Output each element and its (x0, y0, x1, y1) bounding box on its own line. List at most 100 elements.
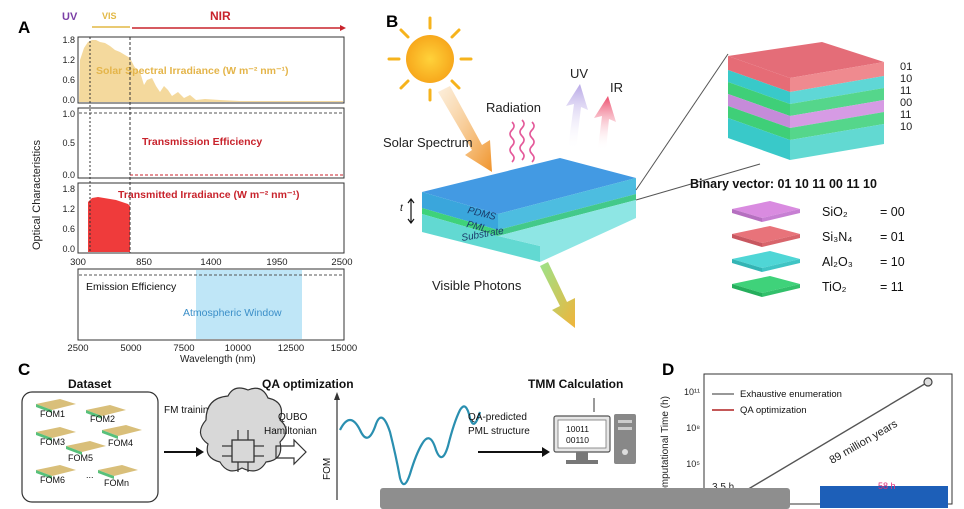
fom-tile: FOM1 (36, 399, 76, 419)
legend-item-al2o3: Al₂O₃ = 10 (732, 251, 905, 272)
material-legend: SiO₂ = 00 Si₃N₄ = 01 Al₂O₃ = 10 (732, 201, 905, 297)
fom-label-3: FOM3 (40, 437, 65, 447)
uv-label: UV (570, 66, 588, 81)
device-slab (422, 158, 636, 262)
stack-code-2: 11 (900, 85, 911, 97)
panel-d-y-axis-label: Computational Time (h) (660, 396, 671, 500)
legend-code-al2o3: = 10 (880, 255, 905, 269)
transmission-label: Transmission Efficiency (142, 136, 262, 148)
fm-text: FM training (164, 405, 214, 416)
transmitted-tick-1: 1.2 (62, 204, 75, 214)
top-x-tick-4: 2500 (331, 257, 352, 268)
transmitted-tick-0: 1.8 (62, 184, 75, 194)
radiation-label: Radiation (486, 100, 541, 115)
bottom-x-tick-0: 2500 (67, 343, 88, 354)
fom-label-5: FOM5 (68, 453, 93, 463)
fom-landscape-curve (339, 405, 482, 486)
top-x-ticks: 300 850 1400 1950 2500 (70, 257, 353, 268)
dataset-title: Dataset (68, 377, 111, 391)
fm-arrowhead (196, 447, 204, 457)
fom-tile: FOM5 (66, 441, 106, 463)
exhaustive-endpoint (923, 377, 933, 387)
qubo-label: QUBO (278, 412, 308, 423)
panel-d: D Computational Time (h) 10¹¹ 10⁸ 10⁵ Ex… (660, 360, 953, 508)
solar-tick-2: 0.6 (62, 75, 75, 85)
solar-spectrum-label: Solar Spectrum (383, 135, 473, 150)
thickness-arrow (407, 198, 415, 224)
fom-label-4: FOM4 (108, 438, 133, 448)
fom-tile: FOMn (98, 465, 138, 488)
qubo-arrow (275, 438, 307, 466)
legend-qa-label: QA optimization (740, 405, 807, 416)
atmospheric-window-band (196, 270, 302, 339)
fom-label-n: FOMn (104, 478, 129, 488)
transmitted-subplot-frame (77, 182, 345, 254)
thickness-label: t (400, 203, 404, 214)
transmitted-tick-2: 0.6 (62, 224, 75, 234)
transmission-tick-1: 0.5 (62, 138, 75, 148)
qa-cloud-icon (199, 387, 287, 472)
qa-bar (820, 486, 948, 508)
emission-subplot-frame (77, 268, 345, 341)
panel-d-y-ticks: 10¹¹ 10⁸ 10⁵ (684, 387, 700, 469)
top-x-tick-0: 300 (70, 257, 86, 268)
fom-y-axis-arrowhead (334, 392, 340, 400)
solar-label: Solar Spectral Irradiance (W m⁻² nm⁻¹) (96, 65, 289, 77)
solar-tick-0: 1.8 (62, 35, 75, 45)
dataset-box (21, 391, 159, 503)
legend-material-tio2: TiO₂ (822, 280, 847, 294)
panel-d-tick-2: 10⁵ (686, 459, 700, 469)
fom-tile: FOM4 (102, 425, 142, 448)
radiation-waves (509, 119, 535, 163)
bottom-x-tick-4: 12500 (278, 343, 304, 354)
x-axis-label: Wavelength (nm) (180, 354, 256, 365)
fom-ellipsis: ... (86, 470, 94, 480)
legend-material-sio2: SiO₂ (822, 205, 848, 219)
transmitted-fill (88, 197, 130, 252)
fom-label-2: FOM2 (90, 414, 115, 424)
stack-code-5: 10 (900, 121, 912, 133)
screen-line-2: 00110 (566, 435, 589, 445)
panel-d-tick-1: 10⁸ (686, 423, 700, 433)
visible-photons-label: Visible Photons (432, 278, 522, 293)
transmitted-tick-3: 0.0 (62, 244, 75, 254)
horizontal-scrollbar[interactable] (380, 488, 790, 509)
qa-bar-label: 58 h (878, 481, 896, 491)
computer-icon (553, 414, 636, 464)
ir-label: IR (610, 80, 623, 95)
transmission-tick-2: 0.0 (62, 170, 75, 180)
solar-tick-1: 1.2 (62, 55, 75, 65)
bottom-x-ticks: 2500 5000 7500 10000 12500 15000 (67, 343, 357, 354)
fom-label-1: FOM1 (40, 409, 65, 419)
legend-code-sio2: = 00 (880, 205, 905, 219)
legend-material-al2o3: Al₂O₃ (822, 255, 853, 269)
panel-b: B Solar Spectrum Radiation UV IR (383, 12, 912, 328)
legend-code-tio2: = 11 (880, 280, 904, 294)
fom-tile: FOM6 (36, 465, 76, 485)
atm-window-label: Atmospheric Window (183, 307, 282, 319)
panel-a: A UV VIS NIR Optical Characteristics Sol… (18, 9, 357, 365)
band-nir-label: NIR (210, 9, 231, 23)
fom-tiles: FOM1 FOM2 FOM3 FOM4 FOM5 FOM6 .. (36, 399, 142, 488)
pml-structure-label: PML structure (468, 426, 530, 437)
stack-code-1: 10 (900, 73, 912, 85)
stack-code-0: 01 (900, 61, 912, 73)
top-x-tick-2: 1400 (200, 257, 221, 268)
solar-spectrum-arrow (438, 86, 492, 172)
panel-b-letter: B (386, 12, 398, 31)
tmm-title: TMM Calculation (528, 377, 623, 391)
solar-subplot-frame (77, 36, 345, 104)
panel-c: C Dataset FOM1 FOM2 FOM3 FOM4 FO (18, 360, 636, 503)
legend-item-si3n4: Si₃N₄ = 01 (732, 226, 905, 247)
screen-line-1: 10011 (566, 424, 589, 434)
bottom-x-tick-5: 15000 (331, 343, 357, 354)
panel-a-letter: A (18, 18, 30, 37)
binary-vector-label: Binary vector: 01 10 11 00 11 10 (690, 177, 877, 191)
solar-y-ticks: 1.8 1.2 0.6 0.0 (62, 35, 75, 105)
stack-codes: 01 10 11 00 11 10 (900, 61, 912, 133)
fom-label-6: FOM6 (40, 475, 65, 485)
zoom-line-bottom (635, 163, 761, 201)
tmm-arrowhead (542, 447, 550, 457)
panel-d-tick-0: 10¹¹ (684, 387, 700, 397)
transmitted-label: Transmitted Irradiance (W m⁻² nm⁻¹) (118, 189, 299, 201)
